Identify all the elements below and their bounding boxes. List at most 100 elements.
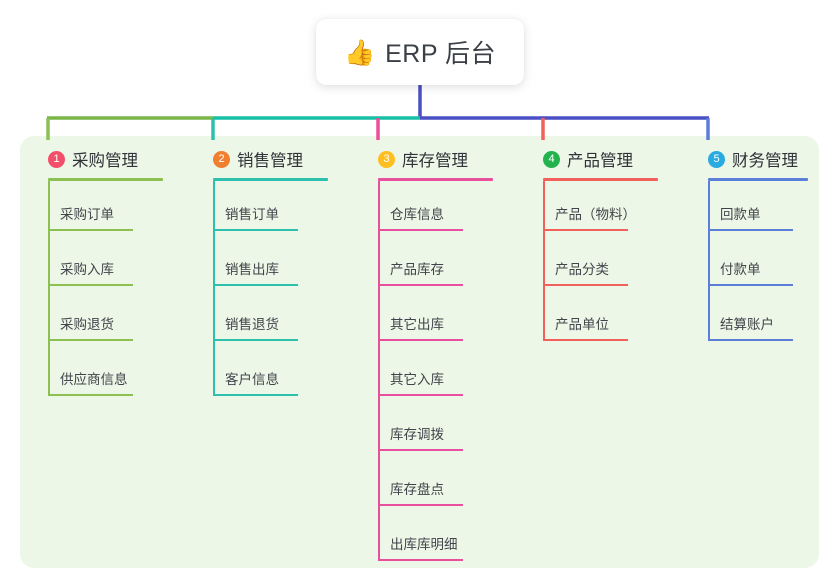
branch-item-label: 产品分类 bbox=[555, 262, 609, 277]
branch-item-underline bbox=[378, 559, 463, 561]
branch-column-2: 2 销售管理销售订单销售出库销售退货客户信息 bbox=[195, 147, 345, 401]
branch-item-label: 回款单 bbox=[720, 207, 761, 222]
branch-item-underline bbox=[48, 229, 133, 231]
branch-item[interactable]: 采购退货 bbox=[30, 291, 180, 346]
branch-item-underline bbox=[543, 284, 628, 286]
branch-header-3[interactable]: 3 库存管理 bbox=[360, 147, 510, 171]
branch-items-1: 采购订单采购入库采购退货供应商信息 bbox=[30, 181, 180, 401]
branch-item[interactable]: 销售退货 bbox=[195, 291, 345, 346]
branch-item-underline bbox=[378, 449, 463, 451]
branch-item-underline bbox=[378, 284, 463, 286]
branch-item-underline bbox=[213, 229, 298, 231]
branch-item[interactable]: 供应商信息 bbox=[30, 346, 180, 401]
branch-item[interactable]: 采购入库 bbox=[30, 236, 180, 291]
branch-title-1: 采购管理 bbox=[72, 152, 138, 170]
branch-badge-1: 1 bbox=[48, 150, 65, 168]
branch-spine-2 bbox=[213, 181, 215, 395]
branch-item-underline bbox=[708, 229, 793, 231]
branch-item-label: 销售退货 bbox=[225, 317, 279, 332]
branch-spine-1 bbox=[48, 181, 50, 395]
branch-item-underline bbox=[378, 504, 463, 506]
branch-item[interactable]: 结算账户 bbox=[690, 291, 825, 346]
branch-item-label: 客户信息 bbox=[225, 372, 279, 387]
branch-badge-2: 2 bbox=[213, 150, 230, 168]
branch-spine-3 bbox=[378, 181, 380, 560]
branch-header-4[interactable]: 4 产品管理 bbox=[525, 147, 675, 171]
branch-title-4: 产品管理 bbox=[567, 152, 633, 170]
branch-item[interactable]: 采购订单 bbox=[30, 181, 180, 236]
branch-items-4: 产品（物料） 产品分类产品单位 bbox=[525, 181, 675, 346]
branch-item-label: 付款单 bbox=[720, 262, 761, 277]
branch-column-4: 4 产品管理产品（物料） 产品分类产品单位 bbox=[525, 147, 675, 346]
branch-underline-4 bbox=[543, 178, 658, 181]
branch-item-underline bbox=[378, 229, 463, 231]
branch-title-3: 库存管理 bbox=[402, 152, 468, 170]
branch-item[interactable]: 产品库存 bbox=[360, 236, 510, 291]
branch-item-label: 采购入库 bbox=[60, 262, 114, 277]
background-panel bbox=[20, 136, 819, 568]
branch-item-label: 其它入库 bbox=[390, 372, 444, 387]
root-node[interactable]: 👍 ERP 后台 bbox=[316, 19, 524, 85]
branch-item[interactable]: 销售出库 bbox=[195, 236, 345, 291]
branch-item[interactable]: 产品（物料） bbox=[525, 181, 675, 236]
branch-item-label: 库存盘点 bbox=[390, 482, 444, 497]
branch-item[interactable]: 付款单 bbox=[690, 236, 825, 291]
branch-underline-3 bbox=[378, 178, 493, 181]
branch-item-underline bbox=[708, 339, 793, 341]
branch-item-label: 产品库存 bbox=[390, 262, 444, 277]
branch-item-underline bbox=[378, 339, 463, 341]
branch-item-label: 采购退货 bbox=[60, 317, 114, 332]
branch-underline-5 bbox=[708, 178, 808, 181]
branch-item-label: 销售订单 bbox=[225, 207, 279, 222]
branch-item[interactable]: 其它入库 bbox=[360, 346, 510, 401]
branch-column-1: 1 采购管理采购订单采购入库采购退货供应商信息 bbox=[30, 147, 180, 401]
branch-spine-5 bbox=[708, 181, 710, 340]
branch-item[interactable]: 库存调拨 bbox=[360, 401, 510, 456]
branch-item-underline bbox=[213, 394, 298, 396]
branch-header-1[interactable]: 1 采购管理 bbox=[30, 147, 180, 171]
branch-items-2: 销售订单销售出库销售退货客户信息 bbox=[195, 181, 345, 401]
branch-item-label: 供应商信息 bbox=[60, 372, 128, 387]
thumbs-up-icon: 👍 bbox=[343, 37, 376, 67]
branch-item-label: 销售出库 bbox=[225, 262, 279, 277]
branch-column-3: 3 库存管理仓库信息产品库存其它出库其它入库库存调拨库存盘点出库库明细 bbox=[360, 147, 510, 566]
branch-item-underline bbox=[708, 284, 793, 286]
branch-item[interactable]: 其它出库 bbox=[360, 291, 510, 346]
branch-item-label: 产品（物料） bbox=[555, 207, 636, 222]
branch-underline-2 bbox=[213, 178, 328, 181]
branch-item-label: 采购订单 bbox=[60, 207, 114, 222]
branch-item-underline bbox=[543, 229, 628, 231]
root-title: ERP 后台 bbox=[385, 40, 497, 68]
branch-item[interactable]: 产品单位 bbox=[525, 291, 675, 346]
branch-items-5: 回款单付款单结算账户 bbox=[690, 181, 825, 346]
branch-item[interactable]: 产品分类 bbox=[525, 236, 675, 291]
branch-item[interactable]: 库存盘点 bbox=[360, 456, 510, 511]
branch-underline-1 bbox=[48, 178, 163, 181]
branch-badge-5: 5 bbox=[708, 150, 725, 168]
branch-item-label: 出库库明细 bbox=[390, 537, 458, 552]
branch-item[interactable]: 回款单 bbox=[690, 181, 825, 236]
branch-item-underline bbox=[48, 394, 133, 396]
branch-item-underline bbox=[543, 339, 628, 341]
branch-badge-4: 4 bbox=[543, 150, 560, 168]
branch-item-label: 产品单位 bbox=[555, 317, 609, 332]
branch-item-underline bbox=[378, 394, 463, 396]
branch-header-2[interactable]: 2 销售管理 bbox=[195, 147, 345, 171]
branch-item[interactable]: 销售订单 bbox=[195, 181, 345, 236]
branch-item[interactable]: 客户信息 bbox=[195, 346, 345, 401]
branch-item-label: 仓库信息 bbox=[390, 207, 444, 222]
branch-item-underline bbox=[48, 339, 133, 341]
branch-badge-3: 3 bbox=[378, 150, 395, 168]
branch-items-3: 仓库信息产品库存其它出库其它入库库存调拨库存盘点出库库明细 bbox=[360, 181, 510, 566]
branch-item[interactable]: 仓库信息 bbox=[360, 181, 510, 236]
branch-item-underline bbox=[48, 284, 133, 286]
branch-item[interactable]: 出库库明细 bbox=[360, 511, 510, 566]
branch-title-2: 销售管理 bbox=[237, 152, 303, 170]
branch-item-label: 结算账户 bbox=[720, 317, 774, 332]
branch-item-label: 库存调拨 bbox=[390, 427, 444, 442]
branch-spine-4 bbox=[543, 181, 545, 340]
branch-item-underline bbox=[213, 284, 298, 286]
